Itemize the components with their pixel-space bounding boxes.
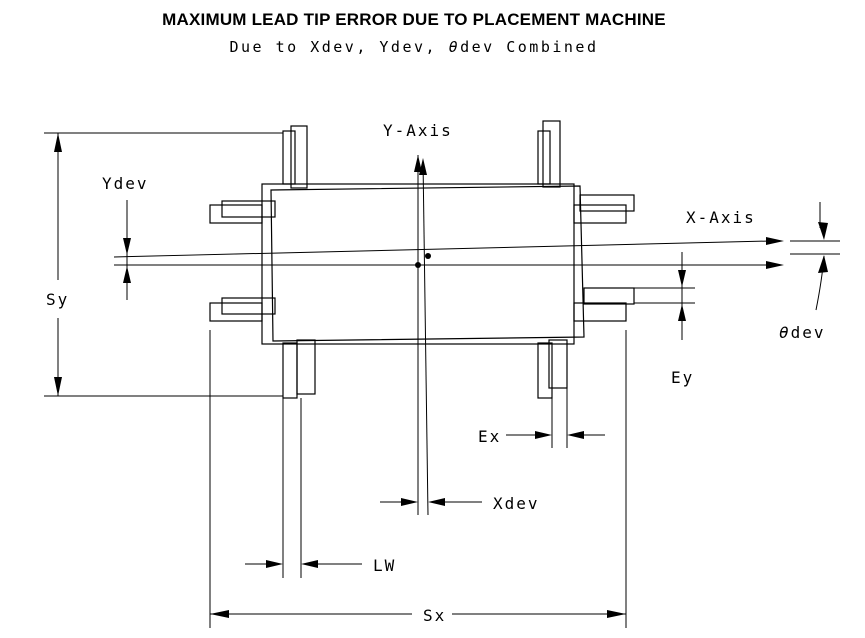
lead-top-right xyxy=(538,121,560,187)
lead-left-lower xyxy=(210,298,275,321)
theta-dev-label: θdev xyxy=(779,323,826,342)
lead-top-left xyxy=(283,126,307,188)
lead-bottom-left xyxy=(283,340,315,398)
deviated-y-axis xyxy=(423,160,428,515)
ey-dimension: Ey xyxy=(634,252,695,387)
deviated-center-point xyxy=(425,253,431,259)
ydev-dimension: Ydev xyxy=(102,174,149,300)
diagram-title: MAXIMUM LEAD TIP ERROR DUE TO PLACEMENT … xyxy=(162,10,666,29)
lw-dimension: LW xyxy=(245,398,396,578)
xdev-dimension: Xdev xyxy=(380,494,540,513)
x-axis-arrow-head xyxy=(766,261,784,269)
lw-label: LW xyxy=(373,556,396,575)
sy-label: Sy xyxy=(46,290,69,309)
diagram-subtitle: Due to Xdev, Ydev, θdev Combined xyxy=(230,38,599,56)
deviated-x-axis-arrow-head xyxy=(766,237,784,245)
ey-label: Ey xyxy=(671,368,694,387)
x-axis-label: X-Axis xyxy=(686,208,756,227)
rotated-component-body xyxy=(271,186,584,341)
deviated-x-axis xyxy=(114,241,770,257)
sx-label: Sx xyxy=(423,606,446,625)
ex-label: Ex xyxy=(478,427,501,446)
xdev-label: Xdev xyxy=(493,494,540,513)
ydev-label: Ydev xyxy=(102,174,149,193)
ex-dimension: Ex xyxy=(478,388,605,448)
lead-left-upper xyxy=(210,201,275,223)
nominal-center-point xyxy=(415,262,421,268)
lead-right-upper xyxy=(574,195,634,223)
y-axis-label: Y-Axis xyxy=(383,121,453,140)
theta-dev-dimension: θdev xyxy=(779,202,840,342)
lead-bottom-right xyxy=(538,340,567,398)
